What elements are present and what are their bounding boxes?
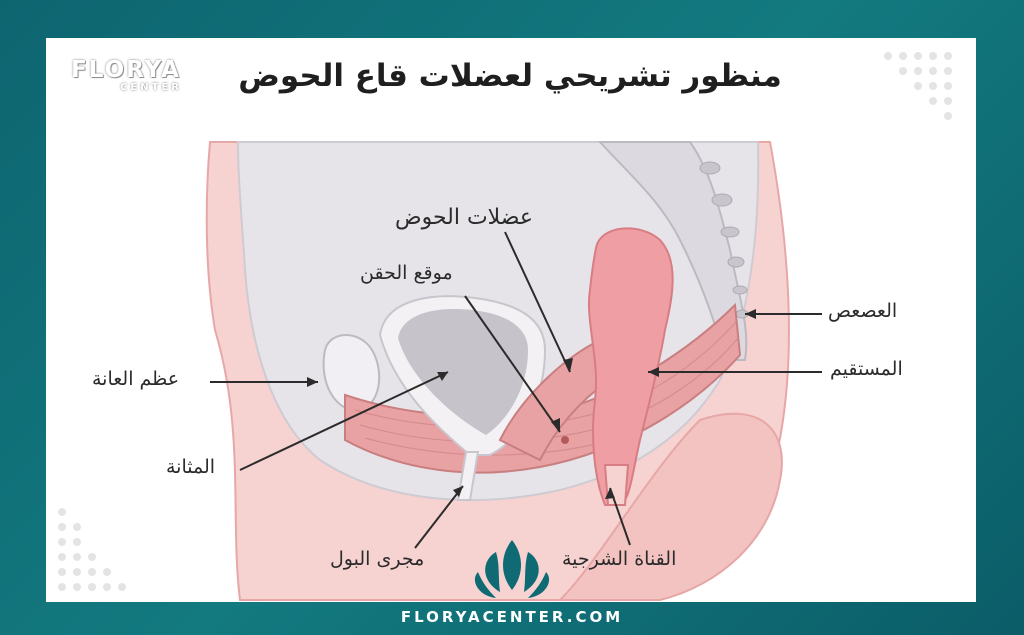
rectum: [588, 227, 674, 506]
injection-site-marker: [561, 436, 569, 444]
logo-subtext: CENTER: [120, 82, 182, 93]
label-coccyx: العصعص: [828, 300, 898, 322]
label-pubic-bone: عظم العانة: [92, 368, 180, 390]
label-rectum: المستقيم: [830, 358, 903, 380]
florya-logo: FLORYA CENTER: [66, 58, 186, 93]
pointer-lines: [210, 231, 822, 549]
diagram-title: منظور تشريحي لعضلات قاع الحوض: [238, 58, 782, 94]
label-bladder: المثانة: [166, 456, 216, 478]
label-pelvic-muscles: عضلات الحوض: [395, 205, 534, 230]
anal-canal: [603, 464, 630, 506]
florya-emblem-icon: [474, 540, 550, 598]
lower-body: [557, 412, 783, 601]
decorative-dots-top-right: [884, 52, 952, 120]
pointer-arrowheads: [307, 309, 756, 499]
label-anal-canal: القناة الشرجية: [562, 548, 677, 570]
pubic-bone: [322, 334, 381, 412]
logo-text: FLORYA: [71, 57, 181, 83]
footer-website: FLORYACENTER.COM: [400, 608, 624, 626]
decorative-dots-bottom-left: [58, 508, 126, 591]
urethra: [456, 451, 480, 501]
label-injection-site: موقع الحقن: [360, 262, 453, 284]
coccyx-vertebrae: [699, 161, 749, 319]
label-urethra: مجرى البول: [330, 548, 425, 570]
